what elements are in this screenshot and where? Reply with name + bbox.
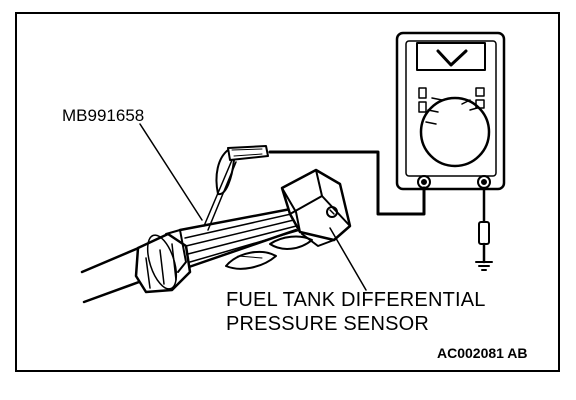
pressure-sensor [280, 168, 352, 247]
positive-lead [268, 150, 426, 216]
voltmeter-icon [395, 31, 506, 191]
hose-fittings [225, 235, 313, 270]
sensor-label-line1: FUEL TANK DIFFERENTIAL [226, 289, 486, 311]
figure-code: AC002081 AB [437, 345, 528, 361]
sensor-leader-line [329, 227, 367, 291]
wiring-harness [80, 159, 305, 304]
negative-probe [478, 186, 490, 264]
harness-connector [134, 229, 192, 294]
tool-leader-line [139, 123, 203, 221]
ground-symbol-icon [475, 261, 493, 271]
test-clip [215, 145, 269, 196]
sensor-label-line2: PRESSURE SENSOR [226, 313, 430, 335]
tool-number-label: MB991658 [62, 106, 145, 125]
